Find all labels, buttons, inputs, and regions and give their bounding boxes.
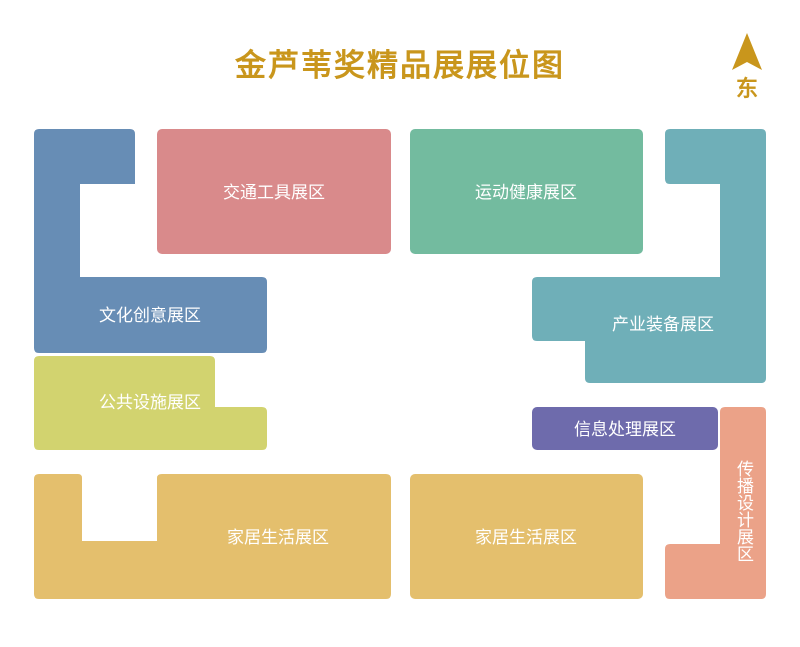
- zone-label: 信息处理展区: [574, 420, 676, 440]
- zone-jiaju-right[interactable]: 家居生活展区: [410, 474, 643, 599]
- compass: 东: [732, 33, 762, 102]
- zone-label: 文化创意展区: [99, 306, 201, 326]
- compass-direction-label: 东: [736, 76, 758, 102]
- zone-chuanbo[interactable]: 传播设计展区: [665, 407, 766, 599]
- zone-label: 运动健康展区: [475, 183, 577, 203]
- map-title: 金芦苇奖精品展展位图: [234, 48, 565, 84]
- zone-label: 公共设施展区: [99, 393, 201, 413]
- zone-wenhua[interactable]: 文化创意展区: [34, 129, 267, 353]
- zone-label: 产业装备展区: [612, 315, 714, 335]
- zone-label: 家居生活展区: [475, 528, 577, 548]
- zone-jiaotong[interactable]: 交通工具展区: [157, 129, 391, 254]
- zone-label: 传播设计展区: [733, 460, 754, 562]
- north-arrow-icon: [732, 33, 762, 70]
- zone-label: 家居生活展区: [227, 528, 329, 548]
- zone-xinxi[interactable]: 信息处理展区: [532, 407, 718, 450]
- zone-chanye[interactable]: 产业装备展区: [532, 129, 766, 383]
- zone-label: 交通工具展区: [223, 183, 325, 203]
- zone-jiaju-left[interactable]: 家居生活展区: [34, 474, 391, 599]
- zone-yundong[interactable]: 运动健康展区: [410, 129, 643, 254]
- zone-gonggong[interactable]: 公共设施展区: [34, 356, 267, 450]
